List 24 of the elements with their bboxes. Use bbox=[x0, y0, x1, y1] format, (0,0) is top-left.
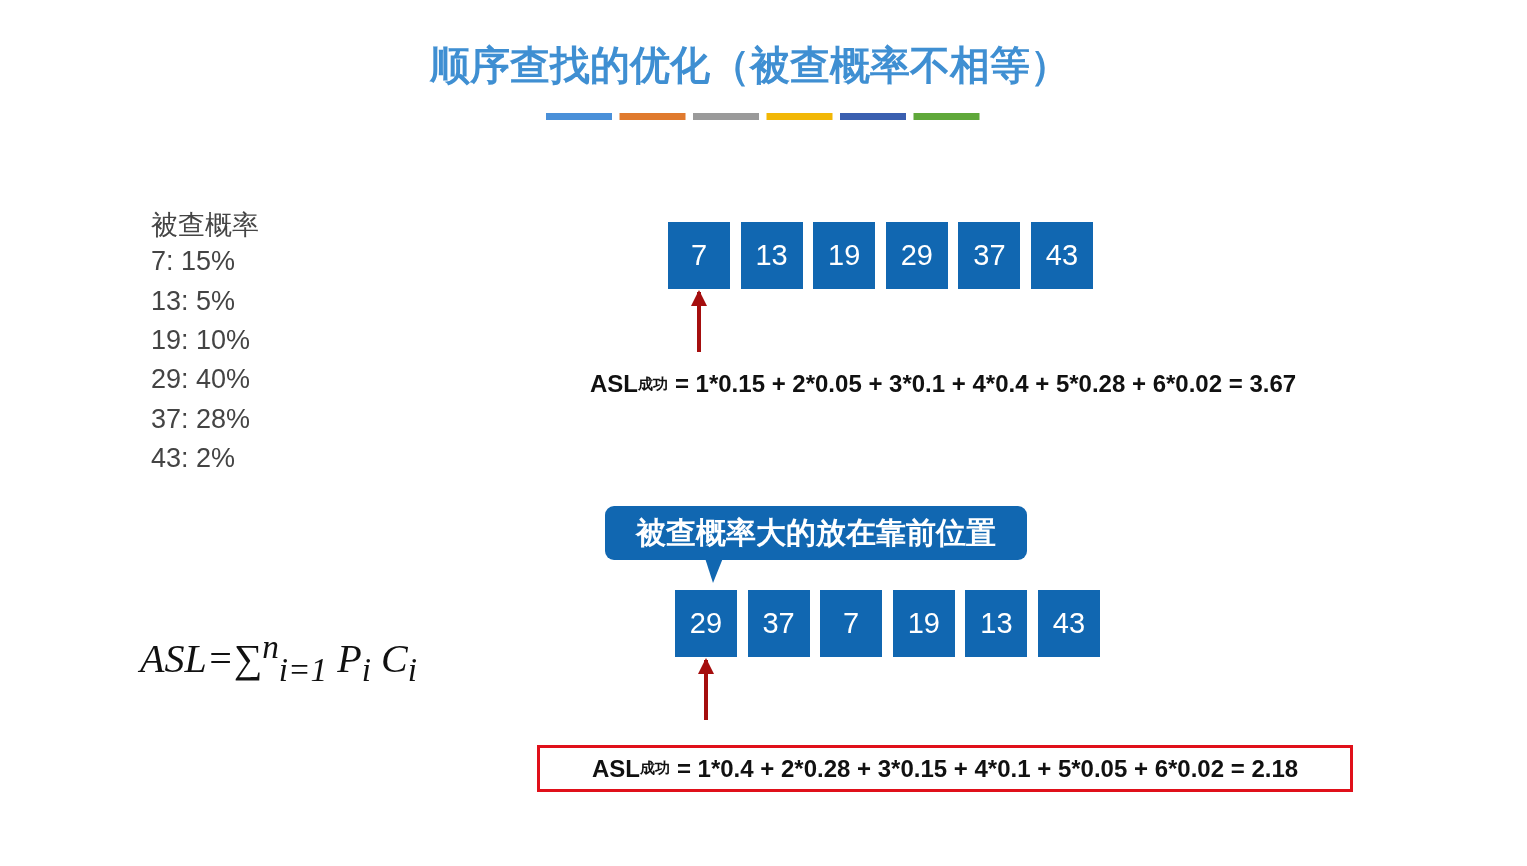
arrow bbox=[691, 290, 707, 352]
array-cell: 7 bbox=[668, 222, 730, 289]
probability-item: 19: 10% bbox=[151, 325, 251, 356]
formula: ASL=∑$^{n}$$_{i=1}$ P$_{i}$ C$_{i}$ bbox=[140, 628, 417, 690]
probability-item: 13: 5% bbox=[151, 286, 236, 317]
arrow bbox=[698, 658, 714, 720]
probability-item: 7: 15% bbox=[151, 246, 236, 277]
probability-item: 43: 2% bbox=[151, 443, 236, 474]
probability-item: 29: 40% bbox=[151, 364, 251, 395]
array-cell: 19 bbox=[813, 222, 876, 289]
array-cell: 29 bbox=[885, 222, 948, 289]
array-cell: 37 bbox=[747, 590, 810, 657]
array-cell: 29 bbox=[675, 590, 737, 657]
array-cell: 13 bbox=[965, 590, 1028, 657]
array-cell: 7 bbox=[820, 590, 883, 657]
array-cell: 19 bbox=[892, 590, 955, 657]
array-cell: 43 bbox=[1031, 222, 1093, 289]
array-cell: 43 bbox=[1038, 590, 1100, 657]
slide-title: 顺序查找的优化（被查概率不相等） bbox=[428, 42, 1071, 89]
probability-item: 37: 28% bbox=[151, 404, 251, 435]
callout-bubble: 被查概率大的放在靠前位置 bbox=[605, 506, 1027, 560]
list-heading: 被查概率 bbox=[151, 209, 259, 242]
array-cell: 13 bbox=[740, 222, 803, 289]
array-cell: 37 bbox=[958, 222, 1021, 289]
